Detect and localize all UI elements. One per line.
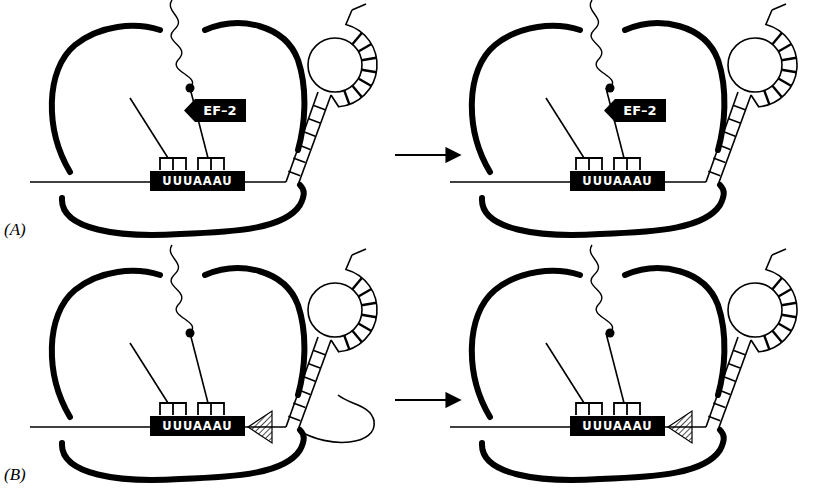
- factor-label: EF–2: [623, 103, 656, 118]
- reaction-arrow: [395, 154, 460, 156]
- factor-label: EF–2: [203, 103, 236, 118]
- mrna-slippery-site: UUUAAAU: [570, 171, 665, 191]
- sequence-text: UUUAAAU: [582, 419, 652, 433]
- elongation-factor: EF–2: [604, 99, 666, 122]
- panel-label: (B): [4, 465, 26, 485]
- sequence-text: UUUAAAU: [582, 174, 652, 188]
- mrna-slippery-site: UUUAAAU: [150, 171, 245, 191]
- sequence-text: UUUAAAU: [162, 419, 232, 433]
- reaction-arrow: [395, 399, 460, 401]
- mrna-slippery-site: UUUAAAU: [150, 416, 245, 436]
- elongation-factor: EF–2: [184, 99, 246, 122]
- mrna-slippery-site: UUUAAAU: [570, 416, 665, 436]
- sequence-text: UUUAAAU: [162, 174, 232, 188]
- panel-label: (A): [4, 220, 26, 240]
